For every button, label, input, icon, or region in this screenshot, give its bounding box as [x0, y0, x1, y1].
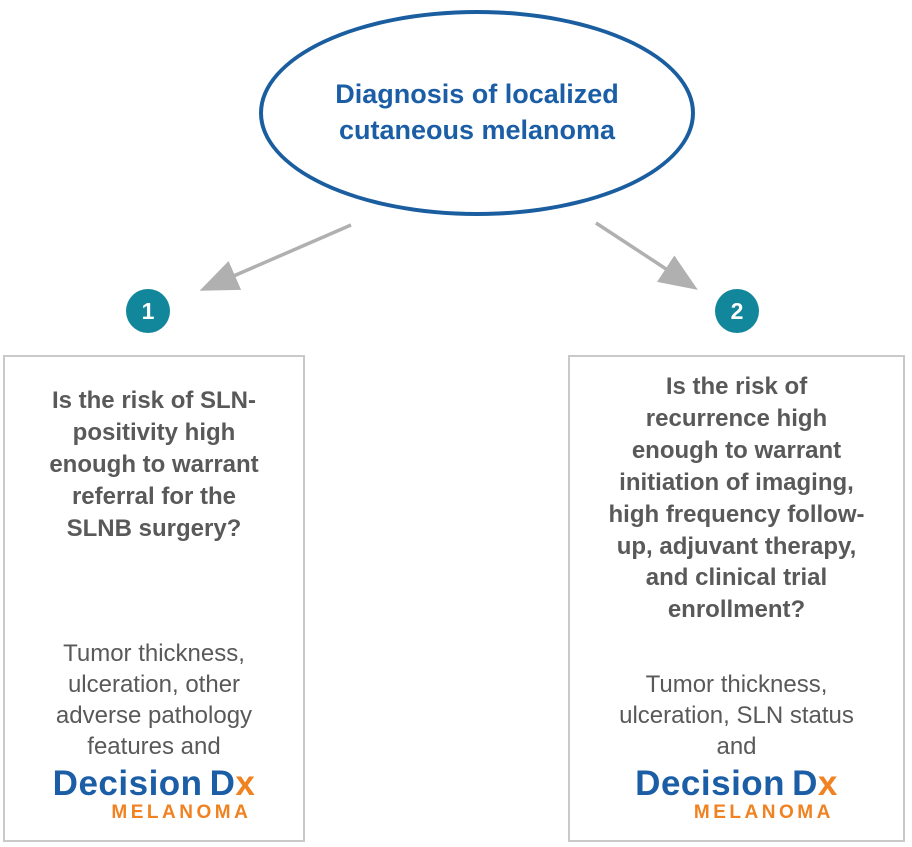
logo-text-d: D	[209, 763, 236, 803]
logo-text-x: x	[817, 763, 838, 803]
logo-text-melanoma: MELANOMA	[111, 802, 252, 823]
logo-text-decision: Decision	[635, 763, 786, 803]
arrow-right-icon	[595, 221, 698, 290]
logo-text-melanoma: MELANOMA	[693, 802, 834, 823]
branch-factors-slnb: Tumor thickness, ulceration, other adver…	[55, 639, 253, 761]
step-number-2: 2	[730, 297, 744, 324]
root-node-ellipse: Diagnosis of localized cutaneous melanom…	[259, 10, 695, 216]
step-circle-2: 2	[715, 289, 759, 333]
branch-factors-recurrence: Tumor thickness, ulceration, SLN status …	[619, 670, 854, 761]
branch-question-recurrence: Is the risk of recurrence high enough to…	[608, 373, 865, 624]
logo-text-x: x	[235, 763, 256, 803]
logo-text-decision: Decision	[52, 763, 203, 803]
root-node-label: Diagnosis of localized cutaneous melanom…	[335, 79, 619, 145]
arrow-left-icon	[199, 223, 352, 291]
step-circle-1: 1	[126, 289, 170, 333]
branch-box-slnb: Is the risk of SLN-positivity high enoug…	[3, 355, 305, 842]
step-number-1: 1	[141, 297, 155, 324]
branch-box-recurrence: Is the risk of recurrence high enough to…	[568, 355, 905, 842]
logo-text-d: D	[792, 763, 818, 803]
branch-question-slnb: Is the risk of SLN-positivity high enoug…	[49, 387, 259, 542]
